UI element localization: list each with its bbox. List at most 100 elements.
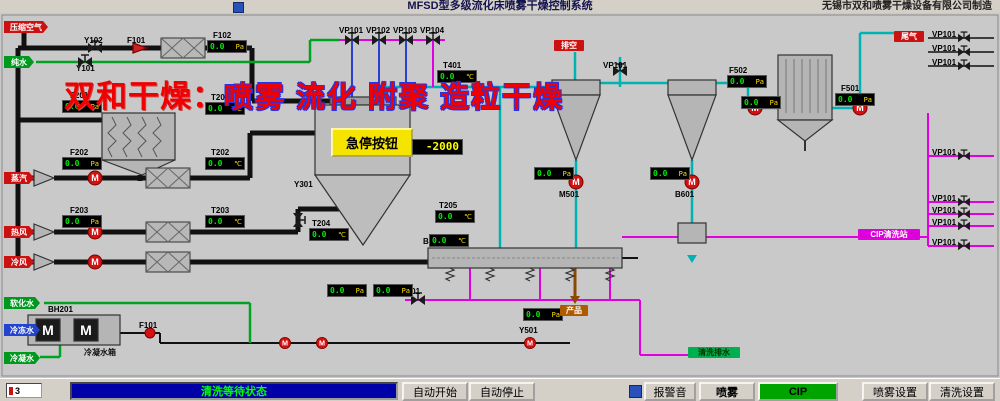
display-value: 0.0 [438,212,453,221]
stream-tag-冷凝水: 冷凝水 [4,352,40,364]
instrument-tag-Y301: Y301 [294,180,313,189]
display-unit: Pa [90,159,99,168]
display-unit: Pa [755,77,764,86]
status-message: 清洗等待状态 [70,382,398,400]
value-display: 0.0 ℃ [429,234,469,247]
bag-filter-left [101,112,176,176]
instrument-tag-VP101: VP101 [932,148,957,157]
button-喷雾设置[interactable]: 喷雾设置 [862,382,928,401]
emergency-stop-button[interactable]: 急停按钮 [331,128,413,157]
display-unit: ℃ [234,104,242,113]
value-display: 0.0 Pa [62,157,102,170]
value-display: 0.0 Pa [62,215,102,228]
instrument-tag-BH201: BH201 [48,305,73,314]
button-CIP[interactable]: CIP [758,382,838,401]
stream-tag-压缩空气: 压缩空气 [4,21,48,33]
button-自动开始[interactable]: 自动开始 [402,382,468,401]
stream-tag-软化水: 软化水 [4,297,40,309]
agitator-label: M [80,322,92,338]
instrument-tag-T203: T203 [211,206,230,215]
company-name: 无锡市双和喷雾干燥设备有限公司制造 [822,1,992,12]
pipe-product [570,268,580,304]
instrument-tag-VP103: VP103 [393,26,418,35]
chamber-pressure-display: -2000 [412,139,463,155]
display-value: 0.0 [526,310,541,319]
display-value: 0.0 [432,236,447,245]
flow-tag-排空: 排空 [554,40,584,51]
button-喷雾[interactable]: 喷雾 [699,382,755,401]
display-value: 0.0 [838,95,853,104]
counter-icon [9,386,13,395]
instrument-tag-VP102: VP102 [366,26,391,35]
display-value: 0.0 [312,230,327,239]
stream-tag-冷风: 冷风 [4,256,34,268]
condensate-tank: M M [27,314,121,346]
pipes-water [36,38,340,359]
instrument-tag-M501: M501 [559,190,580,199]
stream-tag-冷冻水: 冷冻水 [4,324,40,336]
instrument-tag-VP101: VP101 [339,26,364,35]
instrument-tag-F502: F502 [729,66,748,75]
display-value: 0.0 [744,98,759,107]
instrument-tag-F203: F203 [70,206,89,215]
equipment: M M [27,42,834,346]
display-unit: ℃ [234,217,242,226]
page-title: MFSD型多级流化床喷雾干燥控制系统 [407,0,593,12]
flow-tag-尾气: 尾气 [894,31,924,42]
title-bar: MFSD型多级流化床喷雾干燥控制系统 无锡市双和喷雾干燥设备有限公司制造 [0,0,1000,14]
display-unit: Pa [863,95,872,104]
display-unit: ℃ [466,72,474,81]
instrument-tag-Y102: Y102 [84,36,103,45]
value-display: 0.0 ℃ [309,228,349,241]
instrument-tag-VP101: VP101 [932,206,957,215]
flow-tag-冷凝水箱: 冷凝水箱 [84,348,116,357]
display-unit: ℃ [338,230,346,239]
instrument-tag-F101: F101 [127,36,146,45]
display-value: 0.0 [65,102,80,111]
button-报警音[interactable]: 报警音 [644,382,696,401]
value-display: 0.0℃ [205,215,245,228]
instrument-tag-VP101: VP101 [932,44,957,53]
instrument-tag-VP101: VP101 [932,194,957,203]
instrument-tag-F201: F201 [70,91,89,100]
instrument-tag-VP101: VP101 [932,218,957,227]
flow-tag-清洗排水: 清洗排水 [688,347,740,358]
display-unit: Pa [678,169,687,178]
button-自动停止[interactable]: 自动停止 [469,382,535,401]
display-unit: ℃ [458,236,466,245]
instrument-tag-T204: T204 [312,219,331,228]
stream-tag-纯水: 纯水 [4,56,34,68]
button-清洗设置[interactable]: 清洗设置 [929,382,995,401]
display-unit: Pa [355,286,364,295]
instrument-tag-T205: T205 [439,201,458,210]
value-display: 0.0℃ [435,210,475,223]
process-diagram: M [1,14,999,377]
bed-springs [445,267,615,282]
display-unit: Pa [401,286,410,295]
value-display: 0.0℃ [437,70,477,83]
display-value: 0.0 [208,104,223,113]
instrument-tag-T202: T202 [211,148,230,157]
pipes-lances [351,40,407,103]
flow-tag-CIP清洗站: CIP清洗站 [858,229,920,240]
instrument-tag-F202: F202 [70,148,89,157]
display-value: 0.0 [65,159,80,168]
instrument-tag-VP101: VP101 [932,58,957,67]
cyclone-1 [551,79,601,162]
instrument-tag-VP101: VP101 [603,61,628,70]
display-value: 0.0 [65,217,80,226]
display-value: 0.0 [210,42,225,51]
display-unit: Pa [90,217,99,226]
fluid-bed [427,247,623,269]
